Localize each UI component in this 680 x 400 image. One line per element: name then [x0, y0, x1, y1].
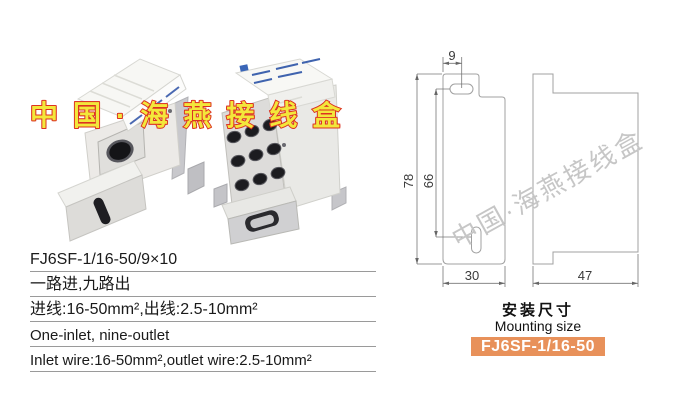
- mounting-caption: 安装尺寸 Mounting size FJ6SF-1/16-50: [452, 302, 624, 356]
- dimension-lines: [416, 57, 639, 287]
- base-slot: [245, 210, 279, 232]
- label-text-marks: [129, 86, 180, 125]
- label-text-marks: [251, 58, 321, 84]
- dimension-arrows: [415, 61, 638, 285]
- inlet-hole: [106, 139, 134, 163]
- dim-slot-offset-label: 9: [448, 48, 455, 63]
- spec-line-model: FJ6SF-1/16-50/9×10: [30, 247, 376, 272]
- front-view-outline: [442, 73, 506, 265]
- din-rail-tab: [187, 161, 205, 195]
- spec-line-routes-cn: 一路进,九路出: [30, 272, 376, 297]
- product-photos: [57, 58, 347, 245]
- flange-slot: [93, 197, 111, 225]
- dim-front-width-label: 30: [465, 268, 479, 283]
- product-photo-inlet-view: [57, 58, 205, 242]
- dim-side-width-label: 47: [578, 268, 592, 283]
- dim-height-label: 78: [401, 174, 416, 188]
- spec-list: FJ6SF-1/16-50/9×10 一路进,九路出 进线:16-50mm²,出…: [30, 247, 376, 372]
- spec-line-wires-cn: 进线:16-50mm²,出线:2.5-10mm²: [30, 297, 376, 322]
- spec-line-wires-en: Inlet wire:16-50mm²,outlet wire:2.5-10mm…: [30, 347, 376, 372]
- watermark-cn-yellow: 中国·海燕接线盒: [29, 100, 356, 132]
- spec-line-routes-en: One-inlet, nine-outlet: [30, 322, 376, 347]
- outlet-holes-grid: [226, 118, 286, 192]
- mounting-title-cn: 安装尺寸: [501, 302, 574, 319]
- product-photo-outlet-view: [213, 58, 347, 245]
- mounting-drawing: 9 78 66 30 47: [401, 48, 639, 287]
- model-badge: FJ6SF-1/16-50: [470, 337, 606, 356]
- label-logo: [239, 64, 249, 72]
- bottom-mount-slot: [471, 226, 482, 254]
- mounting-title-en: Mounting size: [494, 318, 582, 334]
- side-view-outline: [532, 73, 639, 265]
- dim-hole-span-label: 66: [421, 174, 436, 188]
